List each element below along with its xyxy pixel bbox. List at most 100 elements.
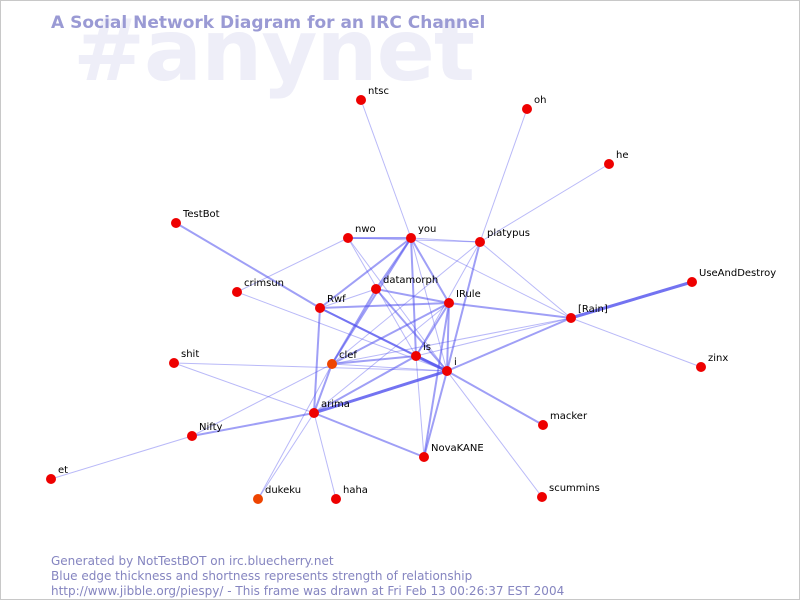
node-label: scummins	[549, 483, 600, 494]
edge-datamorph-Rwf	[319, 288, 377, 309]
edge-nwo-crimsun	[236, 237, 349, 293]
edge-TestBot-Rwf	[175, 222, 321, 309]
node-dot	[315, 303, 325, 313]
channel-watermark: #anynet	[73, 1, 475, 101]
edge-Rainl-clef	[331, 317, 572, 365]
edge-i-scummins	[446, 370, 543, 498]
node-he: he	[604, 150, 629, 169]
node-dukeku: dukeku	[253, 485, 301, 504]
node-dot	[475, 237, 485, 247]
edge-i-NovaKANE	[423, 370, 448, 458]
edge-Rwf-arima	[313, 307, 321, 414]
edge-arima-dukeku	[257, 412, 315, 500]
edge-i-arima	[313, 369, 448, 415]
node-et: et	[46, 465, 68, 484]
edge-arima-haha	[313, 412, 337, 500]
node-label: haha	[343, 485, 368, 496]
node-label: NovaKANE	[431, 443, 484, 454]
node-clef: clef	[327, 350, 357, 369]
edge-shit-i	[173, 362, 448, 372]
node-shit: shit	[169, 349, 199, 368]
node-macker: macker	[538, 411, 588, 430]
node-label: is	[423, 342, 431, 353]
footer-legend-note: Blue edge thickness and shortness repres…	[51, 569, 473, 583]
edge-clef-is	[331, 355, 417, 365]
node-label: TestBot	[182, 209, 220, 220]
edge-IRule-arima	[313, 302, 450, 414]
edge-he-platypus	[479, 163, 610, 243]
node-dot	[566, 313, 576, 323]
node-crimsun: crimsun	[232, 278, 284, 297]
node-NovaKANE: NovaKANE	[419, 443, 484, 462]
node-dot	[538, 420, 548, 430]
edge-layer	[50, 99, 702, 500]
node-dot	[406, 233, 416, 243]
edge-IRule-Rainl	[448, 302, 572, 319]
node-datamorph: datamorph	[371, 275, 438, 294]
edge-i-macker	[446, 370, 544, 426]
node-dot	[442, 366, 452, 376]
node-is: is	[411, 342, 431, 361]
node-label: shit	[181, 349, 199, 360]
node-label: crimsun	[244, 278, 284, 289]
edge-you-Rainl	[410, 237, 572, 319]
edge-shit-arima	[173, 362, 315, 414]
node-zinx: zinx	[696, 353, 728, 372]
node-label: oh	[534, 95, 546, 106]
edge-Rainl-zinx	[570, 317, 702, 368]
edge-datamorph-IRule	[375, 288, 450, 304]
edge-is-arima	[313, 355, 417, 414]
node-label: zinx	[708, 353, 728, 364]
edge-is-i	[415, 354, 448, 373]
node-dot	[169, 358, 179, 368]
edge-Nifty-clef	[191, 363, 333, 437]
node-dot	[327, 359, 337, 369]
node-label: i	[454, 357, 457, 368]
edge-arima-NovaKANE	[313, 412, 425, 458]
edge-Rainl-i	[446, 317, 572, 372]
node-label: et	[58, 465, 68, 476]
edge-Nifty-et	[50, 435, 193, 480]
node-label: ntsc	[368, 86, 389, 97]
node-label: IRule	[456, 289, 481, 300]
node-label: Rwf	[327, 294, 346, 305]
node-dot	[46, 474, 56, 484]
node-TestBot: TestBot	[171, 209, 220, 228]
node-dot	[419, 452, 429, 462]
edge-datamorph-clef	[331, 288, 377, 365]
node-UseAndDestroy: UseAndDestroy	[687, 268, 776, 287]
node-dot	[696, 362, 706, 372]
edge-ntsc-you	[360, 99, 412, 239]
node-dot	[309, 408, 319, 418]
node-label: UseAndDestroy	[699, 268, 776, 279]
node-scummins: scummins	[537, 483, 600, 502]
node-label: datamorph	[383, 275, 438, 286]
edge-IRule-clef	[331, 302, 450, 365]
node-you: you	[406, 224, 436, 243]
node-label: macker	[550, 411, 588, 422]
node-dot	[187, 431, 197, 441]
edge-Rwf-IRule	[319, 302, 450, 309]
node-dot	[444, 298, 454, 308]
edge-platypus-i	[446, 241, 481, 372]
node-haha: haha	[331, 485, 368, 504]
node-label: clef	[339, 350, 357, 361]
edge-clef-dukeku	[257, 363, 333, 500]
node-i: i	[442, 357, 457, 376]
node-dot	[232, 287, 242, 297]
edge-you-platypus	[410, 237, 481, 243]
node-dot	[343, 233, 353, 243]
edge-you-IRule	[410, 237, 450, 304]
edge-UseAndDestroy-Rainl	[570, 280, 693, 320]
node-platypus: platypus	[475, 228, 530, 247]
node-Nifty: Nifty	[187, 422, 223, 441]
node-Rwf: Rwf	[315, 294, 346, 313]
node-dot	[537, 492, 547, 502]
node-dot	[522, 104, 532, 114]
node-label: platypus	[487, 228, 530, 239]
node-label: arima	[321, 399, 350, 410]
node-nwo: nwo	[343, 224, 376, 243]
node-IRule: IRule	[444, 289, 481, 308]
node-dot	[253, 494, 263, 504]
